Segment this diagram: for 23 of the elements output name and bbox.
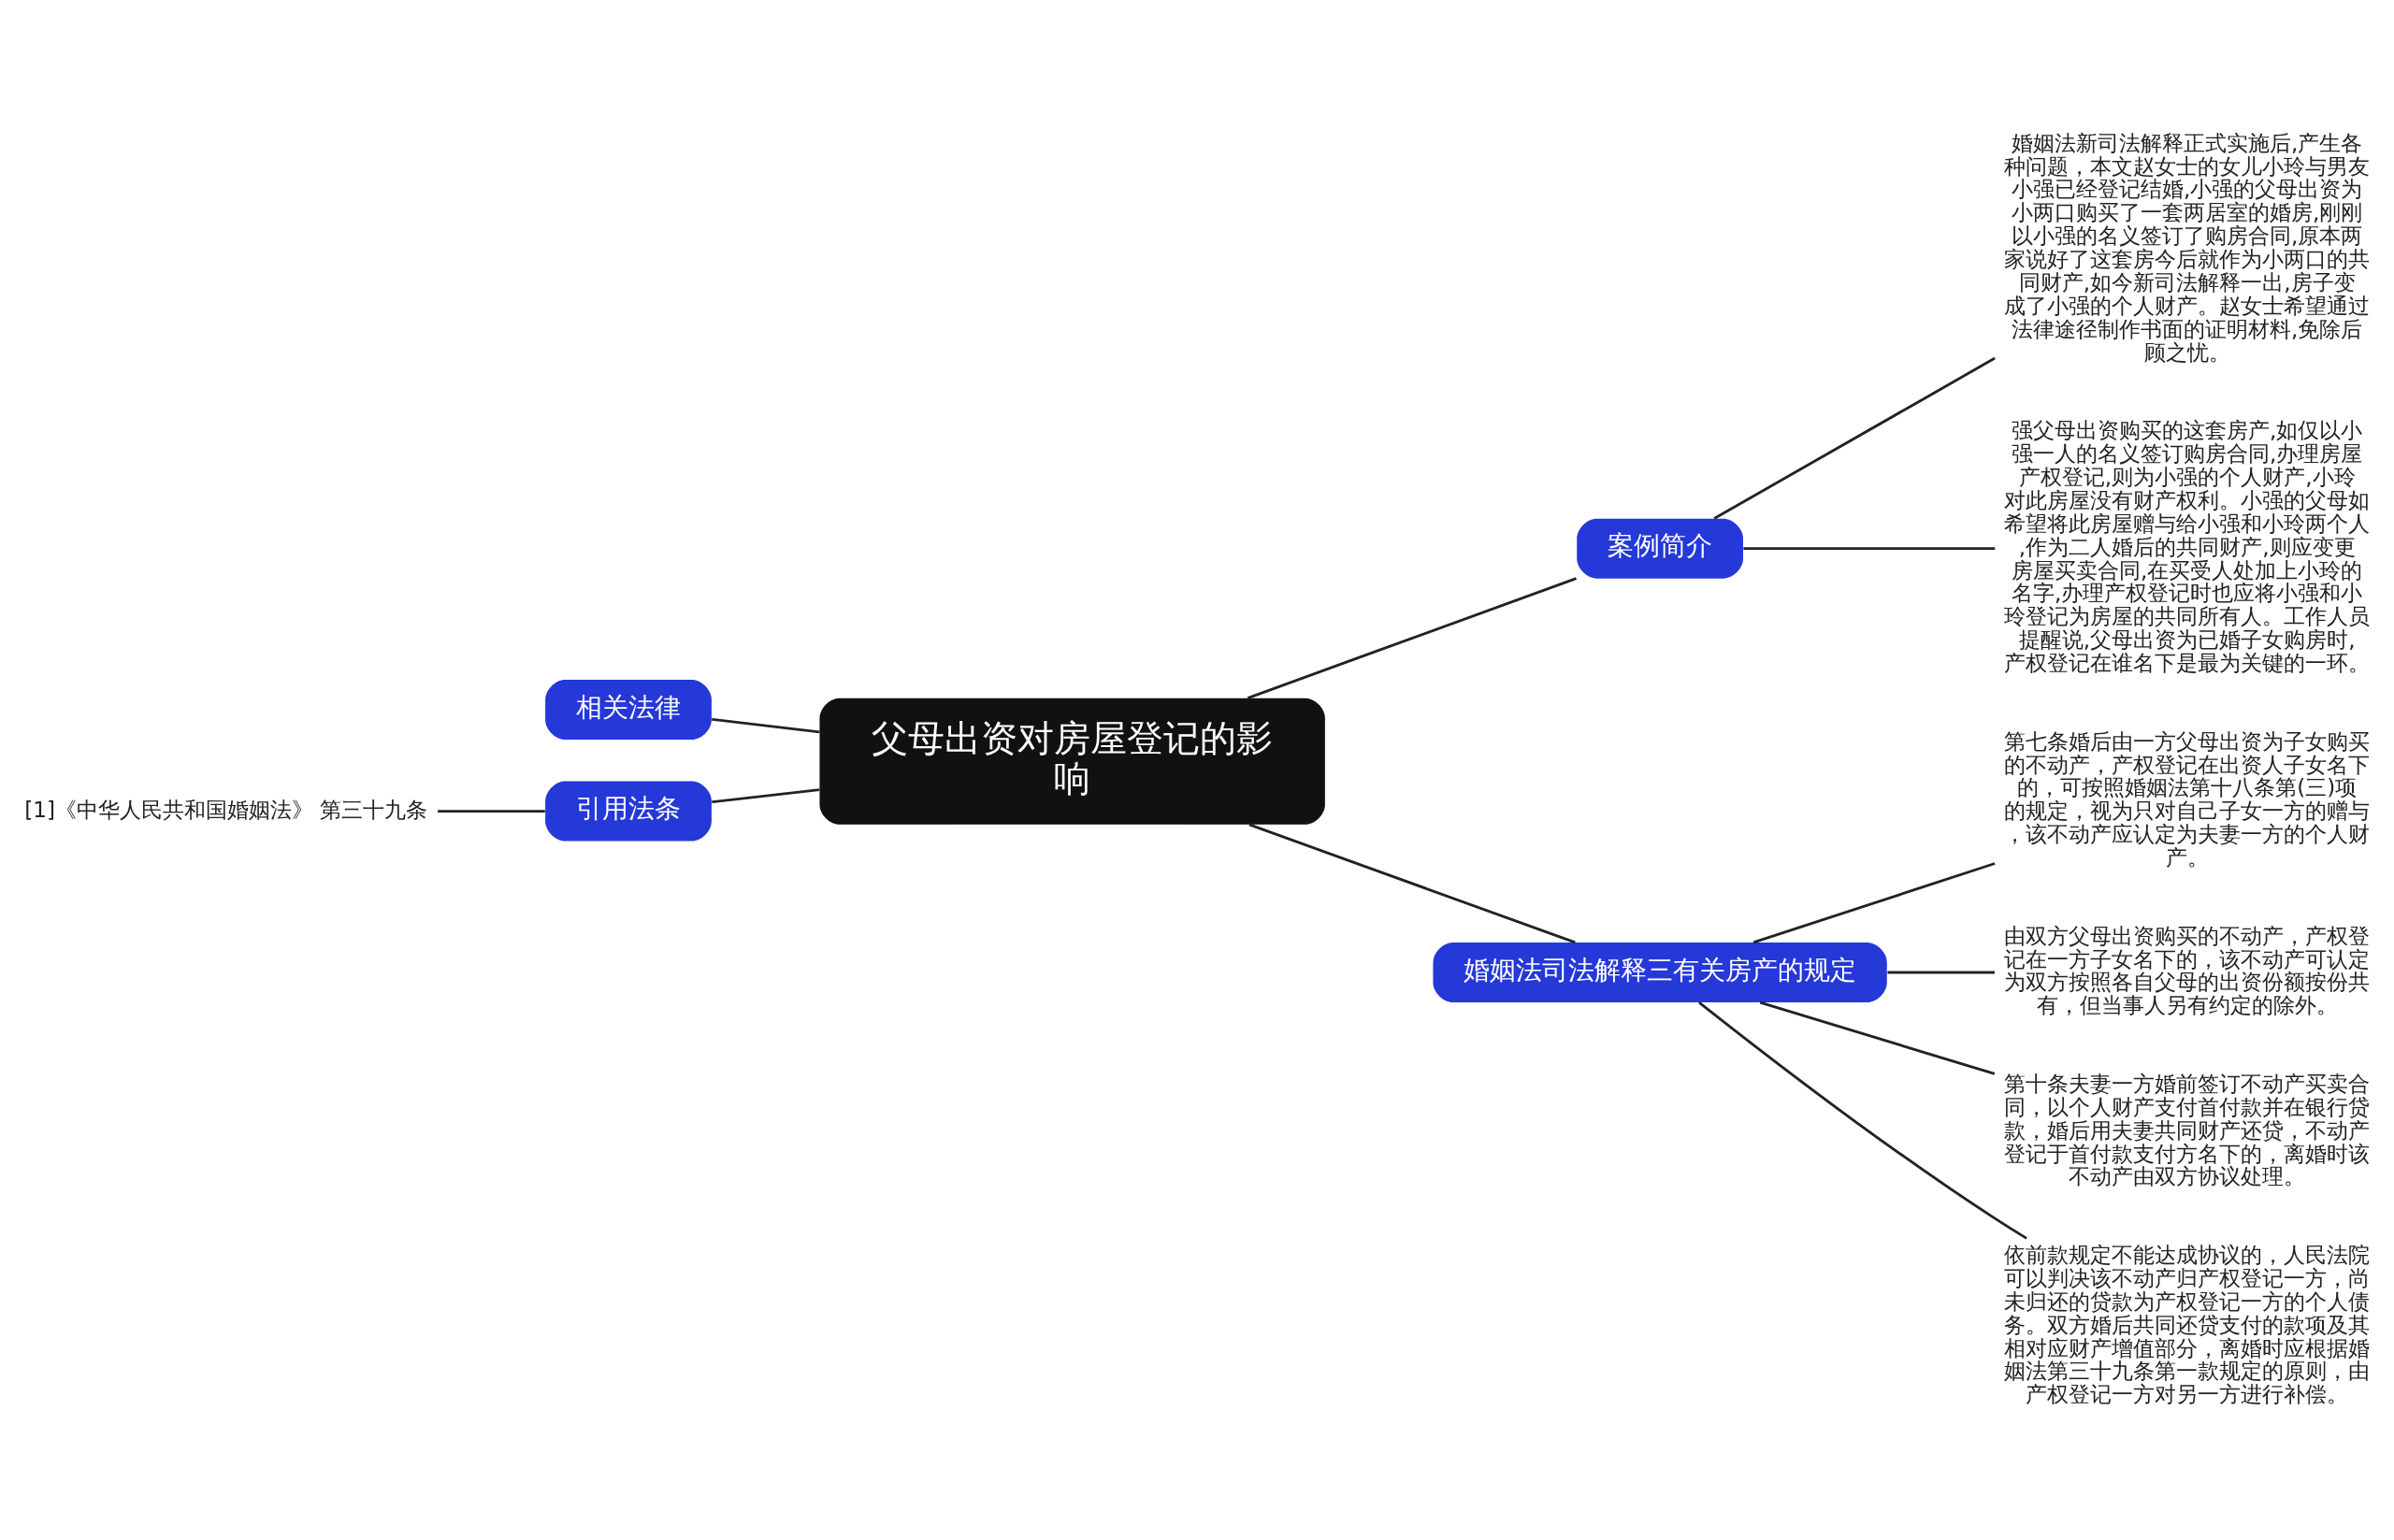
node-text: 依前款规定不能达成协议的，人民法院可以判决该不动产归产权登记一方，尚未归还的贷款为产权登记一方的个人债务。双方婚后共同还贷支付的款项及其相对应财产增值部分，离婚时应根据婚姻法第三十九条第一款规定的原则，由产权登记一方对另一方进行补偿。 [2004, 1242, 2371, 1406]
connector [438, 809, 545, 813]
connector [1248, 823, 1576, 943]
connector [1759, 1000, 1996, 1075]
connector [1743, 546, 1996, 550]
connector [1247, 576, 1577, 699]
node-box: 引用法条 [545, 781, 712, 842]
connector [1713, 356, 1996, 520]
node-text: 强父母出资购买的这套房产,如仅以小强一人的名义签订购房合同,办理房屋产权登记,则为小强的个人财产,小玲对此房屋没有财产权利。小强的父母如希望将此房屋赠与给小强和小玲两个人,作为二人婚后的共同财产,则应变更房屋买卖合同,在买受人处加上小玲的名字,办理产权登记时也应将小强和小玲登记为房屋的共同所有人。工作人员提醒说,父母出资为已婚子女购房时,产权登记在谁名下是最为关键的一环。 [2004, 417, 2371, 675]
connector [712, 787, 820, 803]
node-text: 第七条婚后由一方父母出资为子女购买的不动产，产权登记在出资人子女名下的，可按照婚姻法第十八条第(三)项的规定，视为只对自己子女一方的赠与，该不动产应认定为夫妻一方的个人财产。 [2004, 728, 2371, 870]
node-text: 第十条夫妻一方婚前签订不动产买卖合同，以个人财产支付首付款并在银行贷款，婚后用夫妻共同财产还贷，不动产登记于首付款支付方名下的，离婚时该不动产由双方协议处理。 [2004, 1071, 2371, 1188]
node-text: 婚姻法新司法解释正式实施后,产生各种问题，本文赵女士的女儿小玲与男友小强已经登记结婚,小强的父母出资为小两口购买了一套两居室的婚房,刚刚以小强的名义签订了购房合同,原本两家说好了这套房今后就作为小两口的共同财产,如今新司法解释一出,房子变成了小强的个人财产。赵女士希望通过法律途径制作书面的证明材料,免除后顾之忧。 [2004, 130, 2371, 365]
connector [1887, 971, 1995, 973]
node-box: 父母出资对房屋登记的影响 [819, 698, 1325, 825]
connector [712, 717, 820, 733]
node-box: 婚姻法司法解释三有关房产的规定 [1433, 942, 1887, 1002]
node-box: 相关法律 [545, 679, 712, 740]
node-box: 案例简介 [1577, 518, 1743, 579]
node-text: [1]《中华人民共和国婚姻法》 第三十九条 [24, 797, 428, 822]
connector [1698, 1000, 2027, 1240]
connector [1752, 861, 1996, 943]
node-text: 由双方父母出资购买的不动产，产权登记在一方子女名下的，该不动产可认定为双方按照各自父母的出资份额按份共有，但当事人另有约定的除外。 [2004, 923, 2371, 1017]
